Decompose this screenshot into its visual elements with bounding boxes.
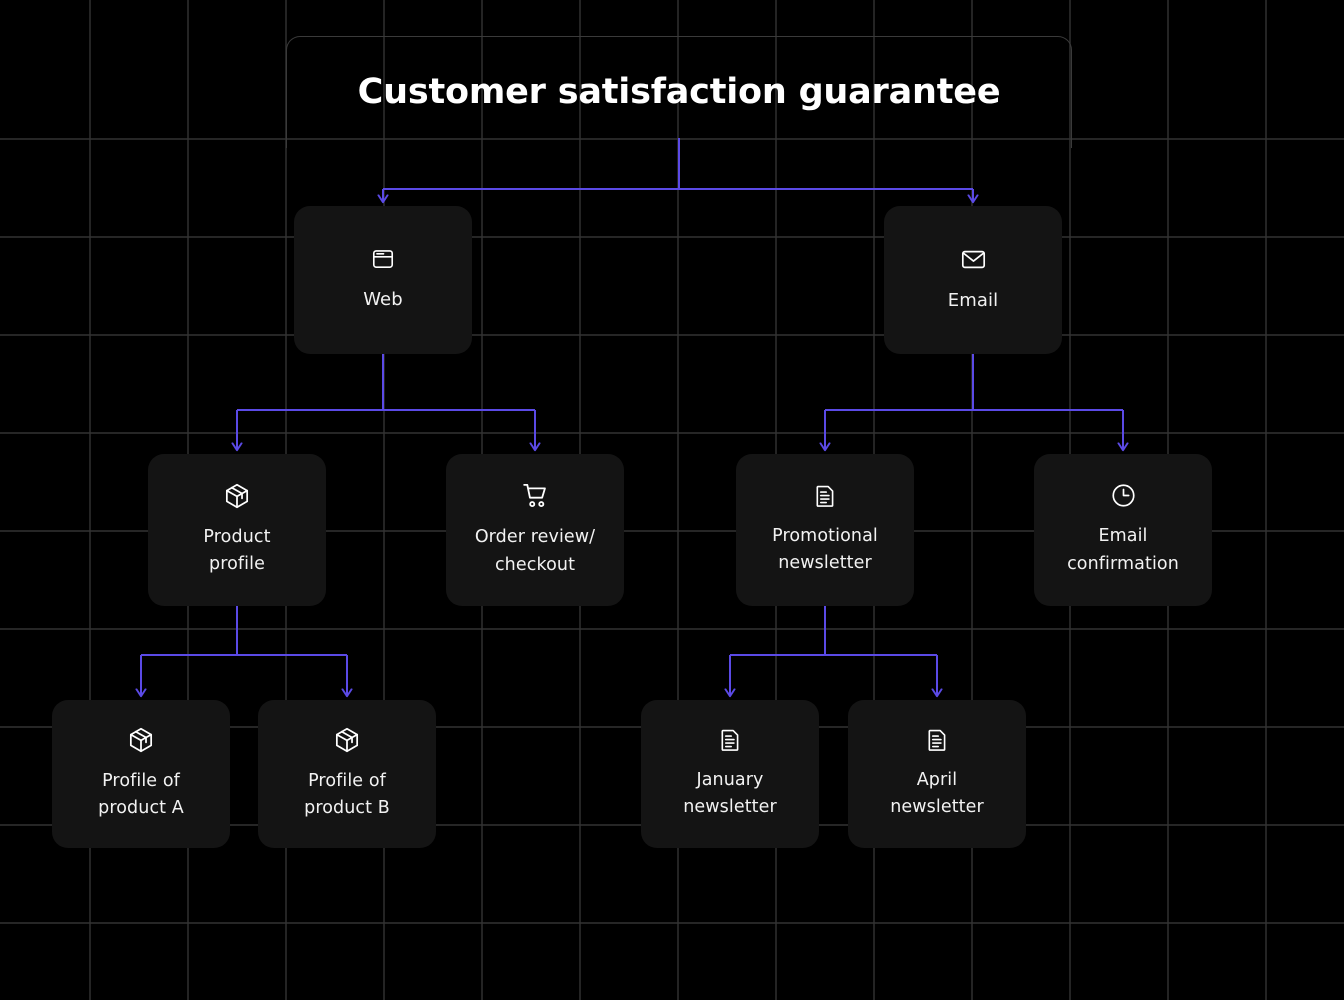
document-icon: [924, 727, 950, 753]
node-label: Profile of product A: [98, 770, 184, 818]
node-label: Promotional newsletter: [772, 525, 878, 573]
node-email-confirm[interactable]: Email confirmation: [1034, 454, 1212, 606]
node-label: Profile of product B: [304, 770, 390, 818]
node-label: Email: [947, 289, 999, 311]
node-profile-b[interactable]: Profile of product B: [258, 700, 436, 848]
node-email[interactable]: Email: [884, 206, 1062, 354]
package-box-icon: [127, 726, 155, 754]
node-label: Order review/ checkout: [474, 527, 596, 575]
node-order-review[interactable]: Order review/ checkout: [446, 454, 624, 606]
clock-icon: [1110, 482, 1137, 509]
package-box-icon: [333, 726, 361, 754]
envelope-icon: [960, 246, 987, 273]
node-promo-news[interactable]: Promotional newsletter: [736, 454, 914, 606]
document-icon: [717, 727, 743, 753]
node-label: Web: [363, 289, 403, 311]
node-label: January newsletter: [683, 769, 777, 817]
node-apr-news[interactable]: April newsletter: [848, 700, 1026, 848]
node-label: Product profile: [203, 526, 271, 574]
node-web[interactable]: Web: [294, 206, 472, 354]
package-box-icon: [223, 482, 251, 510]
node-product-profile[interactable]: Product profile: [148, 454, 326, 606]
node-jan-news[interactable]: January newsletter: [641, 700, 819, 848]
browser-window-icon: [370, 246, 396, 272]
shopping-cart-icon: [521, 481, 550, 510]
title-card-frame: [286, 36, 1072, 148]
page-title: Customer satisfaction guarantee: [357, 72, 1001, 112]
document-icon: [812, 483, 838, 509]
node-label: Email confirmation: [1067, 526, 1179, 574]
node-profile-a[interactable]: Profile of product A: [52, 700, 230, 848]
node-label: April newsletter: [890, 769, 984, 817]
